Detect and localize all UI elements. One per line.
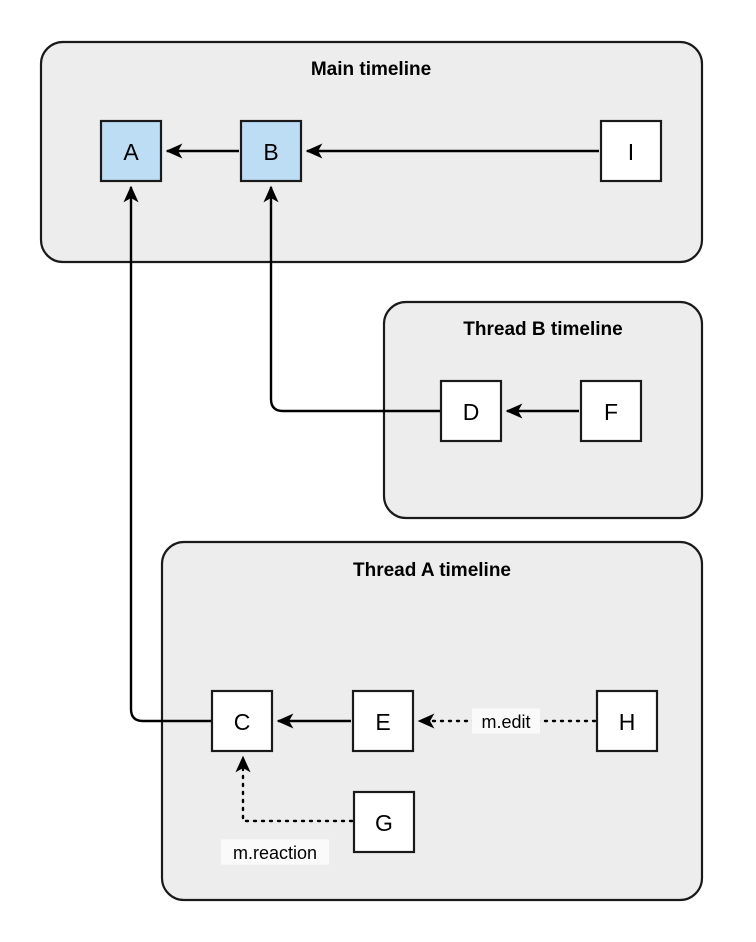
node-I-box[interactable] xyxy=(599,119,663,183)
node-E-box[interactable] xyxy=(351,689,415,753)
edge-D-to-B xyxy=(263,185,441,413)
edge-label-G-to-C-plate xyxy=(221,839,329,865)
node-I-label: I xyxy=(628,139,634,165)
node-H[interactable]: H xyxy=(595,689,659,753)
container-thread-a-timeline-title: Thread A timeline xyxy=(353,560,511,581)
node-B-label: B xyxy=(263,139,278,165)
edge-labels-layer: m.edit m.reaction xyxy=(221,708,540,865)
node-G[interactable]: G xyxy=(352,790,416,854)
node-F-label: F xyxy=(604,399,618,425)
node-E[interactable]: E xyxy=(351,689,415,753)
edge-label-H-to-E-text: m.edit xyxy=(481,712,530,732)
edge-label-G-to-C: m.reaction xyxy=(221,839,329,865)
node-B-box[interactable] xyxy=(239,119,303,183)
edge-G-to-C xyxy=(235,755,354,823)
node-G-label: G xyxy=(375,810,393,836)
node-A-label: A xyxy=(123,139,139,165)
node-F[interactable]: F xyxy=(579,379,643,443)
node-D-box[interactable] xyxy=(439,379,503,443)
node-H-label: H xyxy=(619,709,636,735)
nodes-layer: A B I D F C E H G xyxy=(99,119,663,854)
container-main-timeline-title: Main timeline xyxy=(311,59,431,80)
node-C[interactable]: C xyxy=(210,689,274,753)
node-B[interactable]: B xyxy=(239,119,303,183)
edge-C-to-A xyxy=(123,185,212,723)
edge-label-H-to-E-plate xyxy=(472,708,540,734)
node-G-box[interactable] xyxy=(352,790,416,854)
node-D-label: D xyxy=(463,399,480,425)
edge-label-H-to-E: m.edit xyxy=(472,708,540,734)
node-F-box[interactable] xyxy=(579,379,643,443)
edge-label-G-to-C-text: m.reaction xyxy=(233,843,317,863)
node-A-box[interactable] xyxy=(99,119,163,183)
node-C-box[interactable] xyxy=(210,689,274,753)
node-E-label: E xyxy=(375,709,390,735)
container-thread-b-timeline-title: Thread B timeline xyxy=(463,319,622,340)
node-A[interactable]: A xyxy=(99,119,163,183)
node-C-label: C xyxy=(234,709,251,735)
node-H-box[interactable] xyxy=(595,689,659,753)
node-I[interactable]: I xyxy=(599,119,663,183)
node-D[interactable]: D xyxy=(439,379,503,443)
